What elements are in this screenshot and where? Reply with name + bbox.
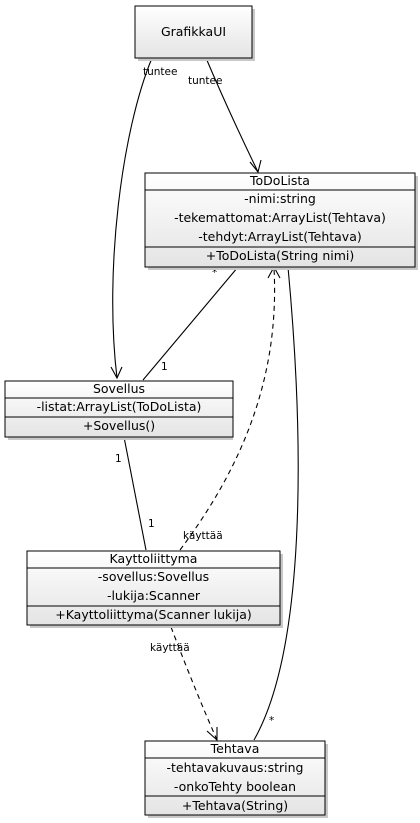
attribute: -nimi:string	[244, 191, 316, 206]
multiplicity-kayttoliittyma-one: 1	[148, 518, 155, 530]
attribute: -listat:ArrayList(ToDoLista)	[37, 399, 202, 414]
arrowhead-gui-sovellus	[110, 366, 123, 380]
edge-gui-sovellus	[112, 57, 153, 379]
operation: +Sovellus()	[83, 418, 155, 433]
class-sovellus: Sovellus -listat:ArrayList(ToDoLista) +S…	[4, 380, 234, 440]
multiplicity-tehtava-star: *	[269, 715, 274, 727]
label-kayttaa-todolista: käyttää	[183, 530, 223, 542]
attribute: -onkoTehty boolean	[174, 779, 296, 794]
edge-sovellus-kayttoliittyma	[123, 436, 147, 551]
attribute: -sovellus:Sovellus	[98, 569, 209, 584]
class-kayttoliittyma: Kayttoliittyma -sovellus:Sovellus -lukij…	[26, 550, 283, 628]
class-todolista: ToDoLista -nimi:string -tekemattomat:Arr…	[144, 172, 418, 270]
attribute: -tehtavakuvaus:string	[166, 760, 303, 775]
label-kayttaa-tehtava: käyttää	[150, 642, 190, 654]
class-name: Tehtava	[210, 741, 260, 756]
label-tuntee-sovellus: tuntee	[143, 66, 177, 78]
label-tuntee-todolista: tuntee	[188, 75, 222, 87]
edge-todolista-sovellus	[142, 266, 239, 381]
attribute: -lukija:Scanner	[107, 588, 201, 603]
class-grafikkaui: GrafikkaUI	[134, 5, 255, 61]
multiplicity-todolista-star: *	[212, 267, 217, 279]
class-name: Kayttoliittyma	[110, 551, 198, 566]
edge-todolista-tehtava	[253, 266, 299, 741]
arrowhead-kayttoliittyma-tehtava	[206, 727, 218, 742]
edge-kayttoliittyma-todolista	[179, 267, 276, 551]
operation: +Tehtava(String)	[182, 798, 288, 813]
class-name: GrafikkaUI	[161, 24, 226, 39]
class-name: Sovellus	[93, 381, 145, 396]
operation: +ToDoLista(String nimi)	[206, 248, 355, 263]
edge-gui-todolista	[205, 57, 259, 173]
operation: +Kayttoliittyma(Scanner lukija)	[55, 607, 252, 622]
arrowhead-gui-todolista	[249, 159, 262, 174]
class-tehtava: Tehtava -tehtavakuvaus:string -onkoTehty…	[144, 740, 328, 818]
attribute: -tehdyt:ArrayList(Tehtava)	[198, 229, 361, 244]
attribute: -tekemattomat:ArrayList(Tehtava)	[174, 210, 386, 225]
multiplicity-sovellus-one: 1	[161, 361, 168, 373]
multiplicity-sovellus-side-one: 1	[115, 453, 122, 465]
edge-kayttoliittyma-tehtava	[170, 626, 218, 741]
class-name: ToDoLista	[249, 173, 310, 188]
